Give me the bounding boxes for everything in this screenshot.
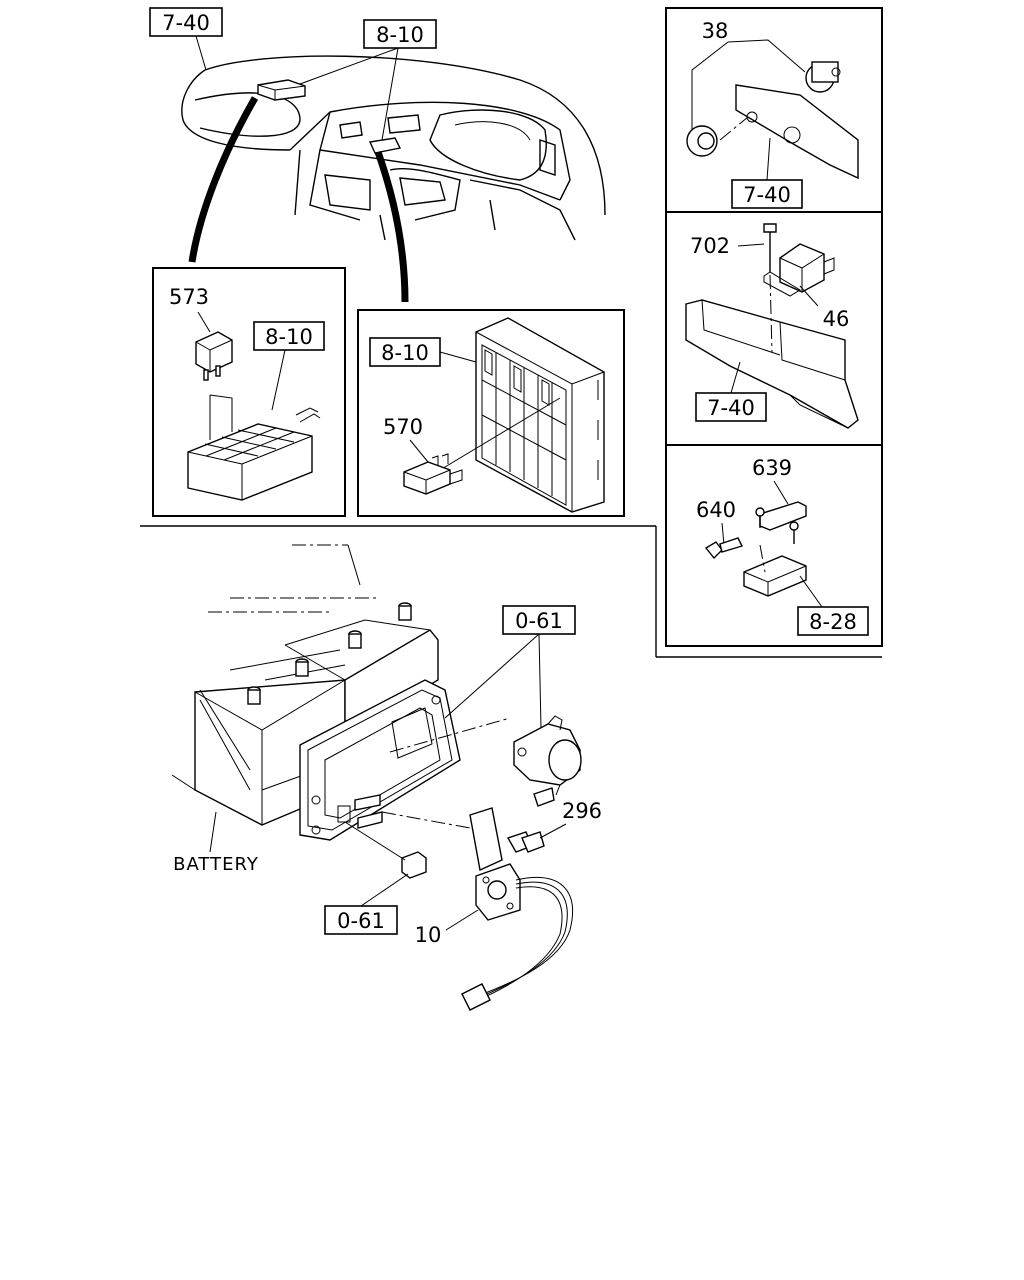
ref-box-fusebox (363, 19, 437, 49)
inset-fusebox-ref-label: 8-10 (381, 341, 429, 365)
bracket-639-label: 639 (752, 456, 792, 480)
inset-relay-ref-label: 8-10 (265, 325, 313, 349)
inset-relay-ref-box (253, 321, 325, 351)
bracket-panel-ref-label: 8-28 (809, 610, 857, 634)
switch-38-drawing (686, 61, 859, 180)
ref-box-dashboard (149, 7, 223, 37)
relay-573-drawing (195, 331, 233, 381)
relay-573-label: 573 (169, 285, 209, 309)
relay-block-drawing (187, 394, 321, 501)
relay-panel-ref-box (695, 392, 767, 422)
fusebox-drawing (475, 317, 605, 513)
relay-top-ref-label: 0-61 (515, 609, 563, 633)
switch-panel-ref-box (731, 179, 803, 209)
inset-fusebox-frame (357, 309, 625, 517)
relay-570-label: 570 (383, 415, 423, 439)
dashboard-illustration (181, 35, 606, 303)
inset-relay-frame (152, 267, 346, 517)
fusebox-ref-label: 8-10 (376, 23, 424, 47)
battery-label: BATTERY (173, 854, 259, 875)
relay-46-label: 46 (823, 307, 850, 331)
relay-panel-ref-label: 7-40 (707, 396, 755, 420)
nut-296-label: 296 (562, 799, 602, 823)
bolt-640-label: 640 (696, 498, 736, 522)
bracket-panel-ref-box (797, 606, 869, 636)
clamp-bottom-ref-label: 0-61 (337, 909, 385, 933)
relay-573-leader (197, 311, 211, 333)
bolt-702-label: 702 (690, 234, 730, 258)
battery-drawing (171, 544, 582, 1011)
inset-fusebox-ref-box (369, 337, 441, 367)
switch-38-label: 38 (702, 19, 729, 43)
ref-box-clamp-bottom (324, 905, 398, 935)
switch-10-label: 10 (415, 923, 442, 947)
switch-panel-ref-label: 7-40 (743, 183, 791, 207)
relay-46-drawing (685, 223, 859, 429)
right-panel-frame (665, 7, 883, 647)
relay-570-drawing (403, 453, 463, 495)
dashboard-ref-label: 7-40 (162, 11, 210, 35)
bracket-drawing (704, 501, 807, 597)
